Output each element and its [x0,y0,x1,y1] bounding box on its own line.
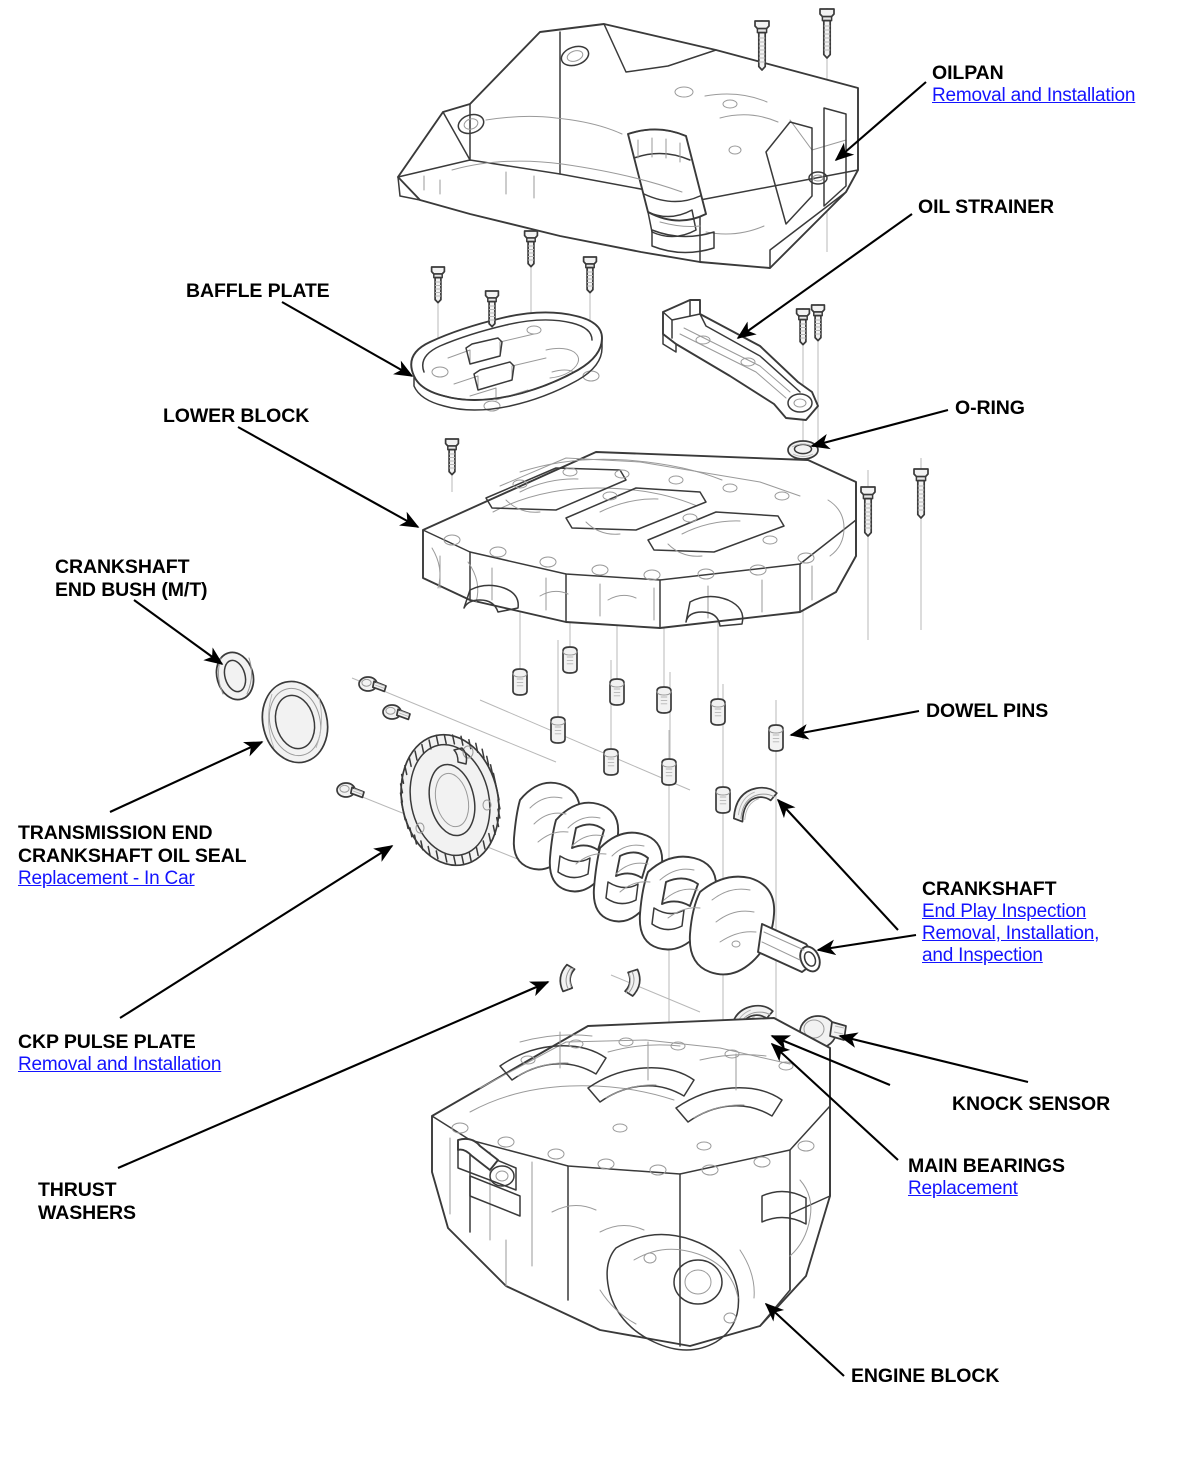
callout-crankshaft-end-bush-title-line-1: END BUSH (M/T) [55,579,208,601]
part-crankshaft-oil-seal [261,680,329,764]
callout-oilpan: OILPAN Removal and Installation [932,62,1135,107]
part-crankshaft [512,781,821,976]
callout-baffle-plate: BAFFLE PLATE [186,280,330,303]
callout-crankshaft-link-1[interactable]: Removal, Installation, [922,923,1100,945]
callout-baffle-plate-title: BAFFLE PLATE [186,280,330,302]
callout-main-bearings-title: MAIN BEARINGS [908,1155,1065,1177]
callout-main-bearings-link-0[interactable]: Replacement [908,1178,1018,1199]
callout-oil-seal-title-line-1: CRANKSHAFT OIL SEAL [18,845,247,867]
callout-lower-block: LOWER BLOCK [163,405,309,428]
callout-crankshaft: CRANKSHAFT End Play Inspection Removal, … [922,878,1099,967]
callout-engine-block-title: ENGINE BLOCK [851,1365,1000,1387]
callout-ckp-pulse-plate: CKP PULSE PLATE Removal and Installation [18,1031,221,1076]
callout-ckp-pulse-plate-link-0[interactable]: Removal and Installation [18,1054,222,1075]
callout-knock-sensor-title: KNOCK SENSOR [952,1093,1111,1115]
callout-engine-block: ENGINE BLOCK [851,1365,999,1388]
callout-dowel-pins: DOWEL PINS [926,700,1048,723]
part-lower-block [422,451,857,629]
part-crankshaft-end-bush [215,651,255,701]
leader-lines [109,81,1029,1377]
part-engine-block [431,1017,831,1351]
callout-crankshaft-end-bush-title-line-0: CRANKSHAFT [55,556,190,578]
callout-crankshaft-link-0[interactable]: End Play Inspection [922,901,1087,922]
callout-oilpan-title: OILPAN [932,62,1004,84]
callout-main-bearings: MAIN BEARINGS Replacement [908,1155,1065,1200]
callout-crankshaft-end-bush: CRANKSHAFT END BUSH (M/T) [55,556,208,602]
callout-crankshaft-title: CRANKSHAFT [922,878,1057,900]
part-oilpan [397,23,859,269]
callout-dowel-pins-title: DOWEL PINS [926,700,1049,722]
part-ckp-pulse-plate [399,733,501,867]
callout-oil-strainer: OIL STRAINER [918,196,1054,219]
callout-oil-strainer-title: OIL STRAINER [918,196,1055,218]
callout-o-ring-title: O-RING [955,397,1025,419]
part-oil-strainer [662,299,819,421]
callout-o-ring: O-RING [955,397,1025,420]
callout-crankshaft-link-2[interactable]: and Inspection [922,945,1043,967]
bolts-lower-block [860,468,929,537]
screws-ckp-pulse-plate [336,676,411,799]
callout-thrust-washers-title-line-1: WASHERS [38,1202,136,1224]
bolts-oil-strainer [795,304,826,346]
callout-transmission-end-crankshaft-oil-seal: TRANSMISSION END CRANKSHAFT OIL SEAL Rep… [18,822,247,890]
callout-lower-block-title: LOWER BLOCK [163,405,310,427]
part-o-ring [787,440,819,460]
callout-oilpan-link-0[interactable]: Removal and Installation [932,85,1136,106]
callout-thrust-washers-title-line-0: THRUST [38,1179,117,1201]
callout-ckp-pulse-plate-title: CKP PULSE PLATE [18,1031,196,1053]
callout-knock-sensor: KNOCK SENSOR [952,1093,1110,1116]
callout-thrust-washers: THRUST WASHERS [38,1179,136,1225]
part-baffle-plate [410,311,603,412]
callout-oil-seal-title-line-0: TRANSMISSION END [18,822,213,844]
part-thrust-washers [558,963,642,998]
callout-oil-seal-link-0[interactable]: Replacement - In Car [18,868,195,889]
